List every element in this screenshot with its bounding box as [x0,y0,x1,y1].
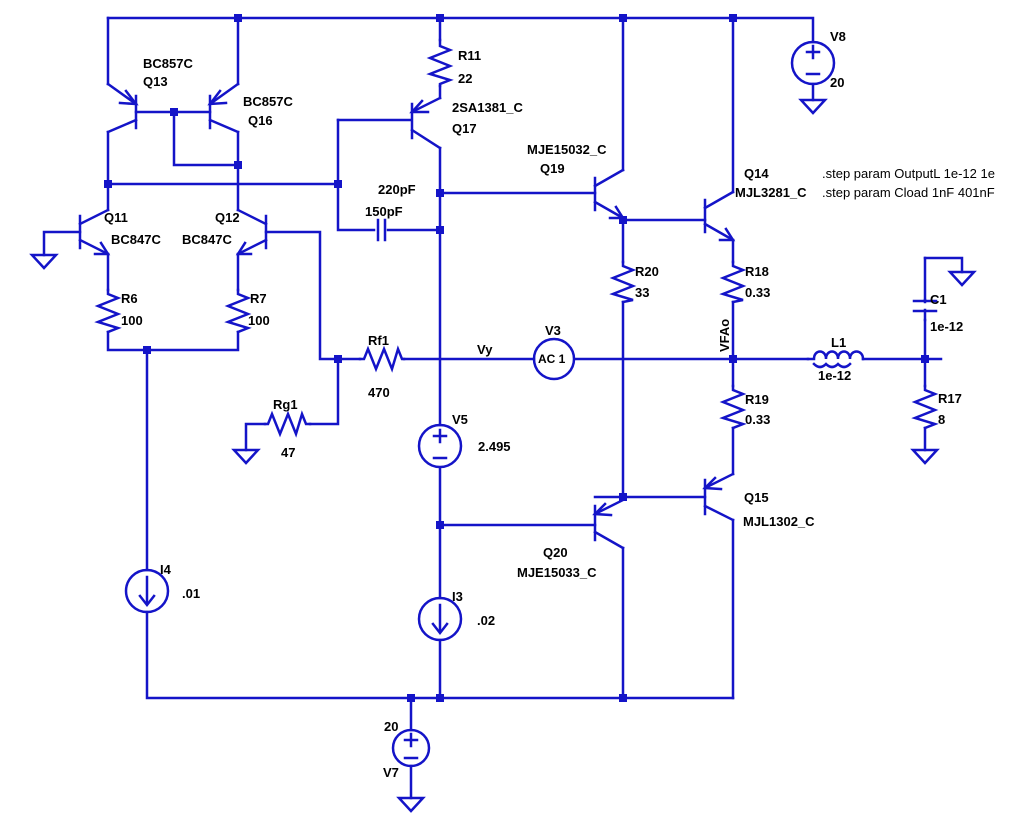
r17-value-label: 8 [938,412,945,427]
q17-pnp-transistor[interactable] [409,96,442,150]
r19-ref-label: R19 [745,392,769,407]
r6-ref-label: R6 [121,291,138,306]
q20-model-label: MJE15033_C [517,565,597,580]
q15-pnp-transistor[interactable] [702,472,735,522]
r19-resistor[interactable] [719,384,747,430]
c150-value-label: 150pF [365,204,403,219]
r18-ref-label: R18 [745,264,769,279]
v3-ac-source[interactable] [532,337,576,381]
c220-value-label: 220pF [378,182,416,197]
q13-ref-label: Q13 [143,74,168,89]
q16-ref-label: Q16 [248,113,273,128]
directive-step-outputl[interactable]: .step param OutputL 1e-12 1e [822,166,995,181]
r20-resistor[interactable] [609,260,637,304]
q15-ref-label: Q15 [744,490,769,505]
ground-symbol [396,796,426,813]
q19-model-label: MJE15032_C [527,142,607,157]
v8-voltage-source[interactable] [790,40,836,86]
r17-resistor[interactable] [911,384,939,430]
r19-value-label: 0.33 [745,412,770,427]
vfao-net-label: VFAo [717,319,732,352]
v3-ref-label: V3 [545,323,561,338]
q14-ref-label: Q14 [744,166,769,181]
q16-pnp-transistor[interactable] [207,82,240,134]
v5-value-label: 2.495 [478,439,511,454]
rf1-ref-label: Rf1 [368,333,389,348]
q12-model-label: BC847C [182,232,232,247]
r18-value-label: 0.33 [745,285,770,300]
q19-ref-label: Q19 [540,161,565,176]
q17-model-label: 2SA1381_C [452,100,523,115]
r18-resistor[interactable] [719,260,747,304]
r20-ref-label: R20 [635,264,659,279]
r17-ref-label: R17 [938,391,962,406]
l1-ref-label: L1 [831,335,846,350]
r7-ref-label: R7 [250,291,267,306]
rf1-resistor[interactable] [358,345,406,373]
r11-ref-label: R11 [458,48,481,63]
q13-pnp-transistor[interactable] [106,82,139,134]
q13-model-label: BC857C [143,56,193,71]
v7-ref-label: V7 [383,765,399,780]
v7-value-label: 20 [384,719,398,734]
q20-pnp-transistor[interactable] [592,498,625,550]
i3-current-source[interactable] [417,596,463,642]
q11-ref-label: Q11 [104,210,128,225]
rg1-value-label: 47 [281,445,295,460]
v7-voltage-source[interactable] [391,728,431,768]
wires [42,16,964,800]
r11-resistor[interactable] [426,38,454,88]
ground-symbol [231,448,261,465]
v8-value-label: 20 [830,75,844,90]
q11-npn-transistor[interactable] [78,208,111,256]
v3-value-label: AC 1 [538,352,566,366]
v5-voltage-source[interactable] [417,423,463,469]
q19-npn-transistor[interactable] [593,168,626,220]
i3-ref-label: I3 [452,589,463,604]
spice-directives: .step param OutputL 1e-12 1e .step param… [822,166,995,200]
q12-npn-transistor[interactable] [235,208,268,256]
r7-resistor[interactable] [224,288,252,334]
c1-value-label: 1e-12 [930,319,963,334]
q20-ref-label: Q20 [543,545,568,560]
r7-value-label: 100 [248,313,270,328]
l1-value-label: 1e-12 [818,368,851,383]
q14-model-label: MJL3281_C [735,185,807,200]
component-labels: BC857C Q13 BC857C Q16 Q11 BC847C Q12 BC8… [104,29,963,780]
i4-current-source[interactable] [124,568,170,614]
capacitor-150pf[interactable] [376,218,387,242]
q15-model-label: MJL1302_C [743,514,815,529]
junctions [104,14,929,702]
rg1-resistor[interactable] [263,410,312,438]
i4-ref-label: I4 [160,562,172,577]
r6-resistor[interactable] [94,288,122,334]
q14-npn-transistor[interactable] [703,190,736,242]
rf1-value-label: 470 [368,385,390,400]
vy-net-label: Vy [477,342,493,357]
ground-symbol [29,253,59,270]
l1-inductor[interactable] [806,350,865,369]
rg1-ref-label: Rg1 [273,397,298,412]
ground-symbol [910,448,940,465]
q11-model-label: BC847C [111,232,161,247]
q16-model-label: BC857C [243,94,293,109]
v8-ref-label: V8 [830,29,846,44]
q17-ref-label: Q17 [452,121,477,136]
directive-step-cload[interactable]: .step param Cload 1nF 401nF [822,185,995,200]
r20-value-label: 33 [635,285,649,300]
c1-ref-label: C1 [930,292,947,307]
i3-value-label: .02 [477,613,495,628]
v5-ref-label: V5 [452,412,468,427]
ground-symbol [798,98,828,115]
q12-ref-label: Q12 [215,210,240,225]
i4-value-label: .01 [182,586,200,601]
r11-value-label: 22 [458,71,472,86]
c1-capacitor[interactable] [912,298,938,322]
ground-symbol [947,270,977,287]
r6-value-label: 100 [121,313,143,328]
